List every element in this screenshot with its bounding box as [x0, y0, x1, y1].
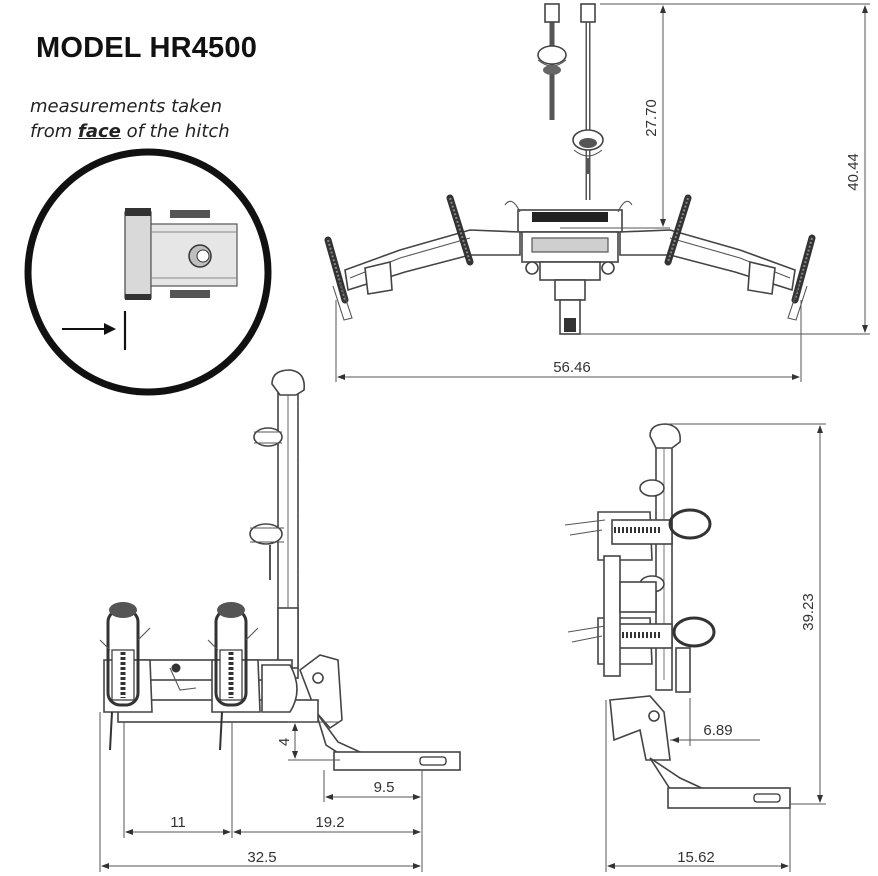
measurement-note: measurements taken from face of the hitc…: [30, 94, 230, 144]
top-view-dimensions: 27.70 40.44 56.46: [335, 3, 870, 382]
note-line-2: from face of the hitch: [30, 119, 230, 144]
dim-front-length-mid: 19.2: [315, 814, 344, 831]
dim-front-length-total: 32.5: [247, 849, 276, 866]
dim-top-height-upper: 27.70: [643, 99, 660, 137]
dim-side-height: 39.23: [800, 593, 817, 631]
dim-side-depth: 15.62: [677, 849, 715, 866]
dim-top-width: 56.46: [553, 359, 591, 376]
model-title: MODEL HR4500: [36, 32, 258, 64]
dim-top-height-total: 40.44: [845, 153, 862, 191]
note-emphasis: face: [78, 121, 121, 142]
note-line-1: measurements taken: [30, 96, 223, 117]
front-view-dimensions: 11 19.2 32.5 9.5 4: [99, 712, 423, 872]
hitch-face-detail: [24, 148, 272, 396]
dim-front-drop: 4: [276, 738, 293, 746]
note-suffix: of the hitch: [120, 121, 230, 142]
dim-front-spacing: 11: [170, 814, 186, 831]
note-prefix: from: [30, 121, 79, 142]
dim-side-offset: 6.89: [703, 722, 732, 739]
top-view-rack: [324, 3, 816, 335]
side-view-dimensions: 39.23 15.62 6.89: [605, 423, 826, 872]
dim-front-tongue: 9.5: [374, 779, 395, 796]
front-view-rack: [99, 369, 461, 771]
side-view-rack: [564, 423, 791, 809]
